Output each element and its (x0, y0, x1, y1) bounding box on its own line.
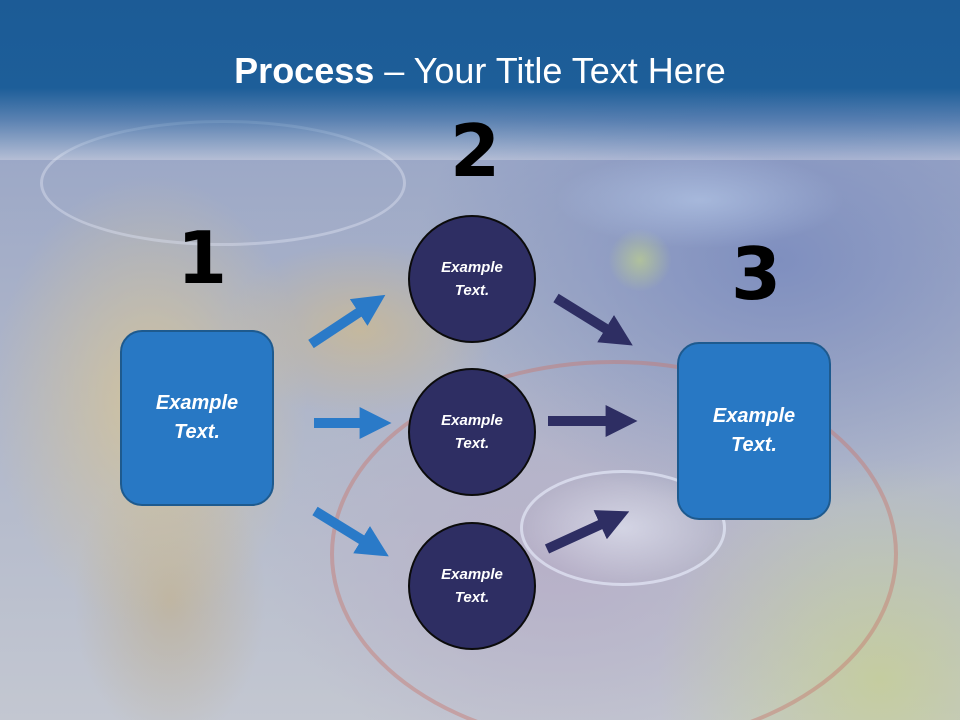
step-3-text-line1: Example (712, 405, 796, 427)
step-1-box[interactable]: Example Text. (120, 330, 274, 506)
circle-top-line2: Text. (454, 282, 490, 299)
step-1-text-line2: Text. (174, 421, 220, 443)
step-number-1: 1 (177, 216, 228, 300)
circle-top[interactable]: Example Text. (408, 215, 536, 343)
circle-bottom-line1: Example (441, 566, 503, 583)
step-number-2: 2 (450, 109, 501, 193)
step-1-text-line1: Example (155, 392, 239, 414)
title-bold: Process (234, 50, 375, 91)
arrow-bottom-to-3 (544, 510, 630, 554)
background-turntable-ring (330, 360, 898, 720)
circle-middle-line2: Text. (454, 435, 490, 452)
arrow-top-to-3 (553, 293, 633, 346)
header-band (0, 0, 960, 160)
circle-bottom[interactable]: Example Text. (408, 522, 536, 650)
arrow-1-to-top (308, 294, 386, 349)
step-3-box[interactable]: Example Text. (677, 342, 831, 520)
arrow-1-to-bottom (312, 506, 389, 557)
circle-top-line1: Example (441, 259, 503, 276)
slide-title: Process – Your Title Text Here (0, 50, 960, 92)
title-rest: – Your Title Text Here (374, 50, 726, 91)
circle-middle-line1: Example (441, 412, 503, 429)
circle-bottom-line2: Text. (454, 589, 490, 606)
circle-middle[interactable]: Example Text. (408, 368, 536, 496)
step-3-text-line2: Text. (731, 434, 777, 456)
step-number-3: 3 (731, 232, 782, 316)
